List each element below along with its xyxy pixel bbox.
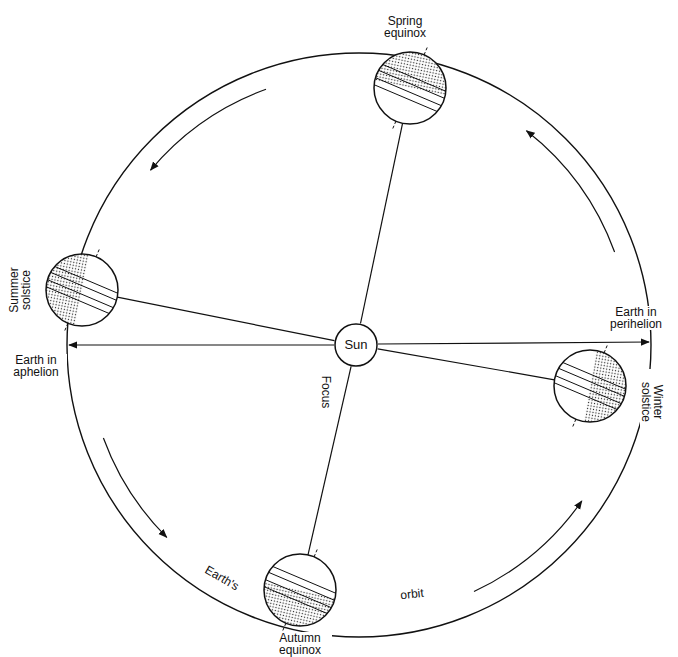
earth-outline [46,254,118,326]
latitude-line [559,368,625,396]
earth-axis [424,47,427,54]
label-holder: Spring equinox [373,15,437,39]
perihelion-label: Earth in perihelion [600,306,672,330]
latitude-line [556,376,622,404]
sun-disc [335,324,377,366]
latitude-line [269,572,335,600]
label-holder: Earth in perihelion [600,306,672,330]
earth-axis [65,323,68,330]
earth-globe [542,338,638,434]
latitude-line [374,85,437,112]
orbit-label: orbit [387,585,438,602]
earth-axis [96,249,99,256]
label-holder: Winter solstice [640,369,664,435]
sun-earth-line [378,349,555,380]
latitude-line [379,70,445,98]
aphelion-label: Earth in aphelion [5,354,67,378]
latitude-line [554,383,617,410]
label-holder: Focus [320,367,332,417]
earth-position: Autumn equinox [264,554,336,626]
earth-globe [362,40,458,136]
season-label: Winter solstice [640,369,664,435]
earth-position: Summer solstice [46,254,118,326]
earth-position: Winter solstice [554,350,626,422]
sun-earth-line [361,123,403,323]
sun-earth-line [308,366,351,555]
earth-orbit [67,53,651,637]
label-holder: Earth in aphelion [5,354,67,378]
perihelion-arrow [378,342,649,344]
latitude-line [266,580,332,608]
latitude-line [264,587,327,614]
season-label: Autumn equinox [268,632,332,656]
latitude-line [46,287,109,314]
label-holder: orbit [387,585,438,602]
label-holder: Earth's [193,558,251,598]
earth-axis [314,549,317,556]
earth-outline [264,554,336,626]
season-label: Spring equinox [373,15,437,39]
aphelion-arrow [69,344,334,345]
label-holder: Autumn equinox [268,632,332,656]
orbit-direction-arrow [103,438,166,537]
earth-outline [554,350,626,422]
latitude-line [383,64,446,91]
sun-earth-line [117,297,334,341]
earth-axis [283,623,286,630]
latitude-line [48,280,114,308]
earth-axis [573,419,576,426]
orbit-direction-arrow [151,89,266,170]
orbit-label: Earth's [193,558,251,598]
earth-axis [604,345,607,352]
latitude-line [51,272,117,300]
season-label: Summer solstice [8,257,32,323]
night-side [373,43,455,96]
earth-axis [393,121,396,128]
sun-label: Sun [344,338,367,352]
earth-globe [34,242,130,338]
earth-position: Spring equinox [374,52,446,124]
night-side [254,582,337,636]
latitude-line [376,78,442,106]
label-holder: Summer solstice [8,257,32,323]
focus-label: Focus [320,367,332,417]
sun-circle: Sun [334,323,378,367]
orbit-direction-arrow [527,131,615,252]
latitude-line [55,266,118,293]
earth-outline [374,52,446,124]
orbit-direction-arrow [474,501,582,592]
earth-globe [252,542,348,638]
latitude-line [563,362,626,389]
latitude-line [273,566,336,593]
